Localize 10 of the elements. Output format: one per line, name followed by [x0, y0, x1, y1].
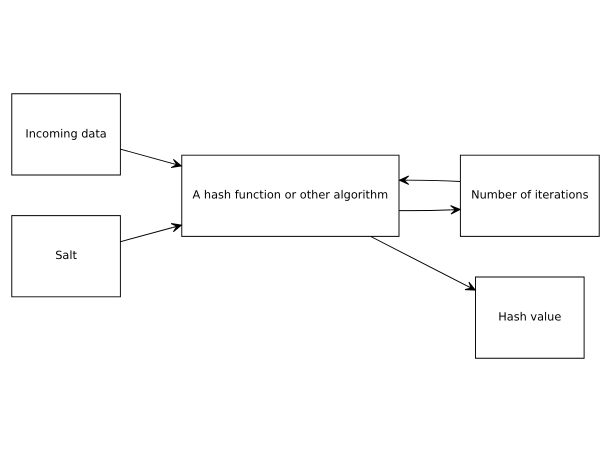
- arrow: [370, 236, 476, 291]
- arrow: [120, 148, 182, 168]
- node-box: Hash value: [475, 276, 585, 359]
- node-box: Number of iterations: [460, 154, 600, 237]
- arrow: [398, 205, 461, 215]
- arrow: [120, 223, 182, 242]
- node-box: Salt: [11, 215, 121, 298]
- node-box: A hash function or other algorithm: [181, 154, 400, 237]
- node-box: Incoming data: [11, 93, 121, 176]
- arrow: [398, 175, 461, 185]
